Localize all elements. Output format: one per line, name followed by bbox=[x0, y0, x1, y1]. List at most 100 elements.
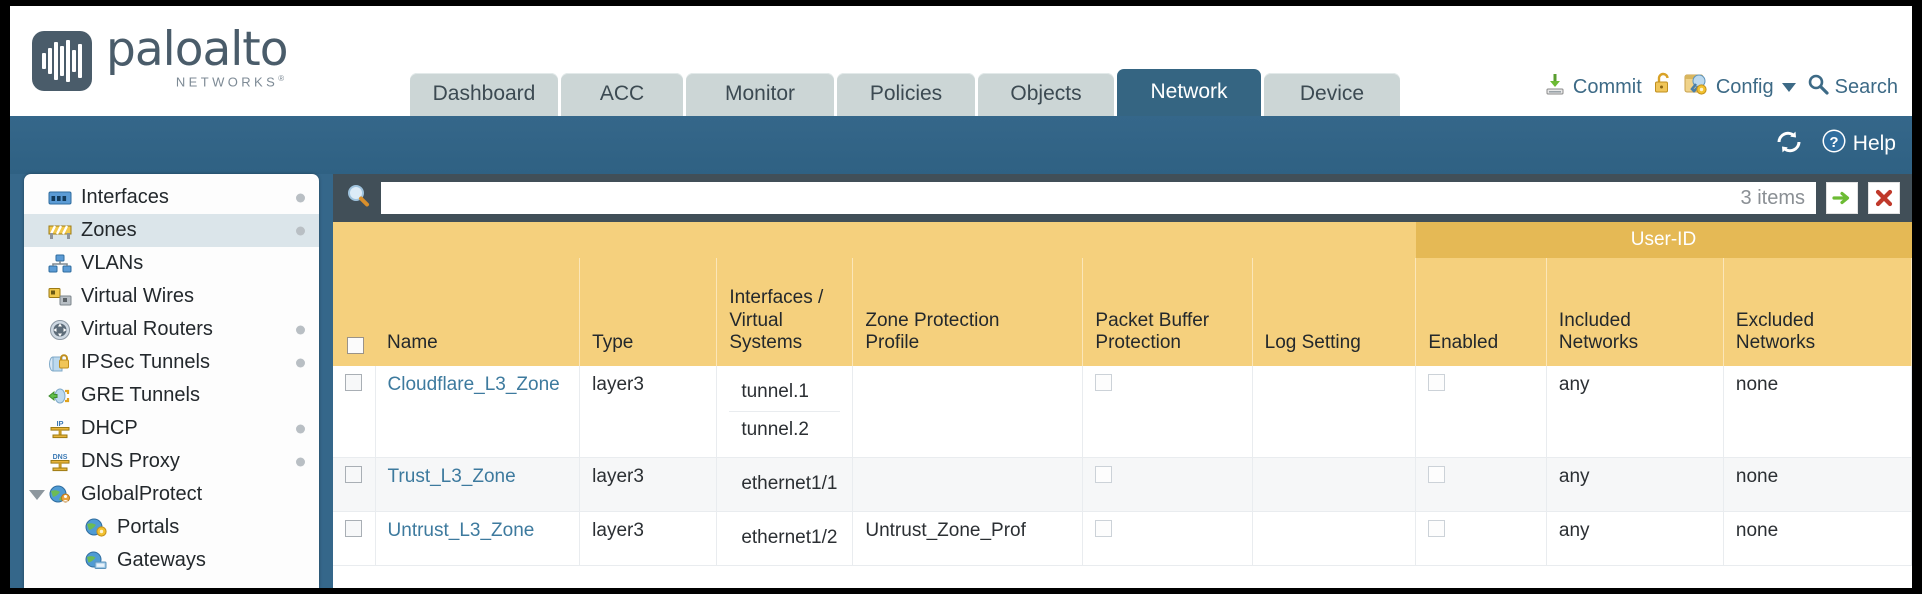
cell-userid-enabled[interactable] bbox=[1415, 366, 1547, 459]
userid-enabled-checkbox[interactable] bbox=[1428, 374, 1446, 392]
sidebar-item-virtual-wires[interactable]: Virtual Wires bbox=[24, 280, 319, 313]
sidebar: Interfaces Zones VLANs bbox=[24, 174, 319, 588]
sidebar-item-dns-proxy[interactable]: DNS DNS Proxy bbox=[24, 445, 319, 478]
table-row[interactable]: Untrust_L3_Zone layer3 ethernet1/2 Untru… bbox=[333, 511, 1912, 566]
col-header-pbp-l1: Packet Buffer bbox=[1095, 309, 1210, 331]
col-header-log-setting[interactable]: Log Setting bbox=[1252, 258, 1417, 367]
chevron-down-icon bbox=[1781, 82, 1796, 92]
col-header-exc-l2: Networks bbox=[1735, 332, 1816, 353]
select-all-header[interactable] bbox=[333, 258, 376, 367]
row-checkbox[interactable] bbox=[345, 519, 362, 537]
row-select-cell[interactable] bbox=[333, 511, 376, 566]
table-group-header-row: User-ID bbox=[333, 222, 1912, 259]
sidebar-item-dhcp[interactable]: IP DHCP bbox=[24, 412, 319, 445]
sidebar-item-vlans[interactable]: VLANs bbox=[24, 247, 319, 280]
userid-enabled-checkbox[interactable] bbox=[1428, 519, 1446, 537]
toolbar-band: ? Help bbox=[10, 116, 1912, 174]
sidebar-item-label: Virtual Routers bbox=[81, 318, 213, 340]
col-header-packet-buffer-protection[interactable]: Packet Buffer Protection bbox=[1082, 258, 1253, 367]
col-header-included-networks[interactable]: Included Networks bbox=[1546, 258, 1724, 367]
lock-button[interactable] bbox=[1653, 72, 1673, 102]
refresh-icon[interactable] bbox=[1775, 129, 1803, 160]
cell-log-setting bbox=[1252, 457, 1417, 512]
cell-interfaces: ethernet1/1 bbox=[716, 457, 854, 512]
col-header-name[interactable]: Name bbox=[375, 258, 581, 367]
virtual-wires-icon bbox=[48, 287, 72, 307]
help-button[interactable]: ? Help bbox=[1821, 128, 1896, 160]
sidebar-item-interfaces[interactable]: Interfaces bbox=[24, 181, 319, 214]
sidebar-item-zones[interactable]: Zones bbox=[24, 214, 319, 247]
main-tabbar: Dashboard ACC Monitor Policies Objects N… bbox=[410, 69, 1400, 116]
band-actions: ? Help bbox=[1775, 128, 1896, 160]
group-header-userid: User-ID bbox=[1415, 222, 1912, 259]
table-row[interactable]: Cloudflare_L3_Zone layer3 tunnel.1 tunne… bbox=[333, 366, 1912, 459]
status-dot bbox=[296, 325, 305, 334]
cell-packet-buffer-protection[interactable] bbox=[1082, 511, 1253, 566]
cell-name[interactable]: Cloudflare_L3_Zone bbox=[375, 366, 581, 459]
status-dot bbox=[296, 424, 305, 433]
tab-policies[interactable]: Policies bbox=[837, 73, 975, 116]
col-header-enabled[interactable]: Enabled bbox=[1415, 258, 1547, 367]
zones-table: User-ID Name Type Interfaces / Virtual S… bbox=[333, 222, 1912, 566]
packet-buffer-protection-checkbox[interactable] bbox=[1095, 374, 1113, 392]
portals-icon bbox=[84, 518, 108, 538]
cell-packet-buffer-protection[interactable] bbox=[1082, 457, 1253, 512]
status-dot bbox=[296, 457, 305, 466]
sidebar-item-portals[interactable]: Portals bbox=[24, 511, 319, 544]
config-menu[interactable]: Config bbox=[1684, 72, 1796, 102]
help-icon: ? bbox=[1821, 128, 1847, 160]
tab-device[interactable]: Device bbox=[1264, 73, 1400, 116]
cell-included-networks: any bbox=[1546, 457, 1724, 512]
apply-filter-button[interactable] bbox=[1826, 182, 1858, 214]
row-checkbox[interactable] bbox=[345, 466, 362, 483]
sidebar-item-label: Portals bbox=[117, 516, 180, 538]
sidebar-item-ipsec-tunnels[interactable]: IPSec Tunnels bbox=[24, 346, 319, 379]
cell-included-networks: any bbox=[1546, 366, 1724, 459]
table-row[interactable]: Trust_L3_Zone layer3 ethernet1/1 bbox=[333, 457, 1912, 512]
col-header-interfaces-l1: Interfaces / bbox=[729, 287, 824, 309]
interface-item: ethernet1/1 bbox=[741, 473, 838, 494]
cell-name[interactable]: Untrust_L3_Zone bbox=[375, 511, 581, 566]
select-all-checkbox[interactable] bbox=[347, 337, 364, 355]
row-checkbox[interactable] bbox=[345, 374, 362, 392]
search-input[interactable]: 3 items bbox=[381, 182, 1816, 214]
col-header-excluded-networks[interactable]: Excluded Networks bbox=[1723, 258, 1912, 367]
config-wrench-icon bbox=[1684, 72, 1710, 102]
svg-text:?: ? bbox=[1829, 134, 1838, 151]
packet-buffer-protection-checkbox[interactable] bbox=[1095, 519, 1113, 537]
zone-name-link[interactable]: Trust_L3_Zone bbox=[387, 466, 516, 487]
packet-buffer-protection-checkbox[interactable] bbox=[1095, 466, 1113, 483]
sidebar-item-globalprotect[interactable]: GlobalProtect bbox=[24, 478, 319, 511]
col-header-zpp-l1: Zone Protection bbox=[865, 309, 1000, 331]
col-header-zone-protection-profile[interactable]: Zone Protection Profile bbox=[852, 258, 1084, 367]
tab-objects[interactable]: Objects bbox=[978, 73, 1114, 116]
sidebar-item-gateways[interactable]: Gateways bbox=[24, 544, 319, 577]
tab-acc[interactable]: ACC bbox=[561, 73, 683, 116]
sidebar-item-label: Gateways bbox=[117, 549, 206, 571]
cell-userid-enabled[interactable] bbox=[1415, 457, 1547, 512]
search-button[interactable]: Search bbox=[1807, 73, 1898, 101]
zone-name-link[interactable]: Cloudflare_L3_Zone bbox=[387, 374, 560, 396]
row-select-cell[interactable] bbox=[333, 366, 376, 459]
tab-monitor[interactable]: Monitor bbox=[686, 73, 834, 116]
tab-network[interactable]: Network bbox=[1117, 69, 1261, 116]
zone-name-link[interactable]: Untrust_L3_Zone bbox=[387, 519, 535, 541]
chevron-down-icon[interactable] bbox=[29, 489, 45, 500]
col-header-type[interactable]: Type bbox=[579, 258, 718, 367]
col-header-inc-l1: Included bbox=[1558, 309, 1631, 331]
status-dot bbox=[296, 358, 305, 367]
userid-enabled-checkbox[interactable] bbox=[1428, 466, 1446, 483]
cell-userid-enabled[interactable] bbox=[1415, 511, 1547, 566]
col-header-interfaces[interactable]: Interfaces / Virtual Systems bbox=[716, 258, 854, 367]
sidebar-item-gre-tunnels[interactable]: GRE Tunnels bbox=[24, 379, 319, 412]
brand-logo[interactable]: paloalto NETWORKS® bbox=[32, 26, 288, 92]
clear-filter-button[interactable] bbox=[1868, 182, 1900, 214]
row-select-cell[interactable] bbox=[333, 457, 376, 512]
commit-button[interactable]: Commit bbox=[1543, 72, 1642, 102]
cell-packet-buffer-protection[interactable] bbox=[1082, 366, 1253, 459]
interfaces-icon bbox=[48, 188, 72, 208]
cell-name[interactable]: Trust_L3_Zone bbox=[375, 457, 581, 512]
sidebar-item-virtual-routers[interactable]: Virtual Routers bbox=[24, 313, 319, 346]
magnifier-icon[interactable] bbox=[345, 183, 371, 214]
tab-dashboard[interactable]: Dashboard bbox=[410, 73, 558, 116]
